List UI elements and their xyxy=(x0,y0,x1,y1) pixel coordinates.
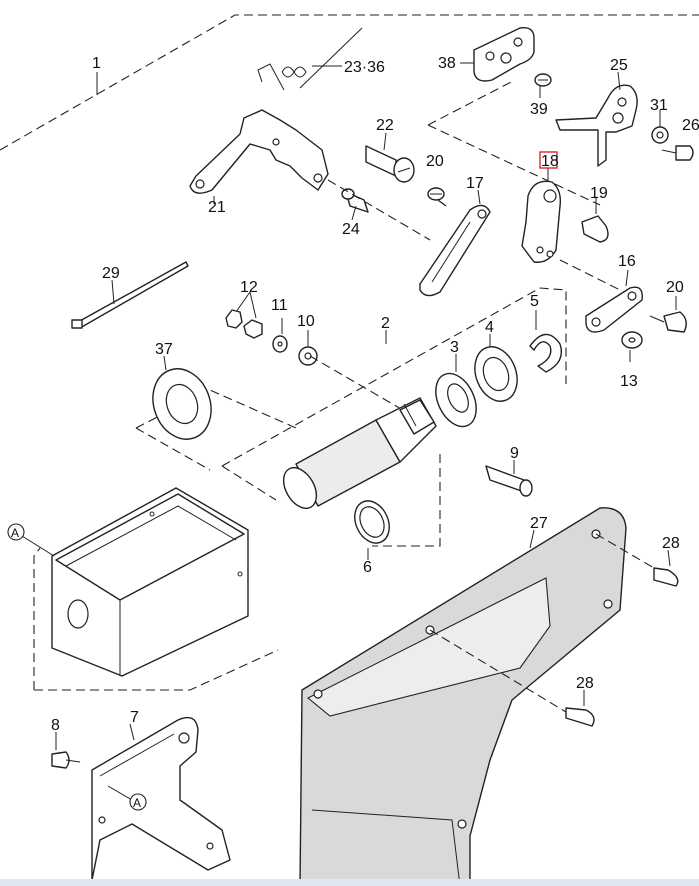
label-38: 38 xyxy=(438,55,456,72)
label-11: 11 xyxy=(271,297,288,314)
label-22: 22 xyxy=(376,117,394,134)
label-18: 18 xyxy=(541,153,559,170)
label-8: 8 xyxy=(51,717,60,734)
reference-a-housing: A xyxy=(11,526,19,540)
label-23-36: 23·36 xyxy=(344,59,385,76)
label-13: 13 xyxy=(620,373,638,390)
bottom-scroll-bar xyxy=(0,879,699,886)
label-25: 25 xyxy=(610,57,628,74)
label-6: 6 xyxy=(363,559,372,576)
washer-37 xyxy=(152,355,212,440)
side-link-group xyxy=(585,269,687,362)
label-7: 7 xyxy=(130,709,139,726)
label-10: 10 xyxy=(297,313,315,330)
part-labels: 1 2 3 4 5 6 7 8 9 10 11 12 13 16 17 18 1… xyxy=(11,55,699,810)
link-arm-group xyxy=(419,168,621,297)
upper-bracket-group xyxy=(460,27,694,167)
hardware-row xyxy=(225,291,318,366)
label-20-right: 20 xyxy=(666,279,684,296)
label-2: 2 xyxy=(381,315,390,332)
label-21: 21 xyxy=(208,199,226,216)
lever-group xyxy=(189,27,431,241)
assembly-outline xyxy=(0,14,699,206)
solenoid-housing xyxy=(7,487,279,691)
label-3: 3 xyxy=(450,339,459,356)
cover-plate xyxy=(299,507,679,886)
label-1: 1 xyxy=(92,55,101,72)
label-17: 17 xyxy=(466,175,484,192)
label-9: 9 xyxy=(510,445,519,462)
plunger xyxy=(282,310,563,560)
label-28-lower: 28 xyxy=(576,675,594,692)
label-39: 39 xyxy=(530,101,548,118)
label-20-upper: 20 xyxy=(426,153,444,170)
label-19: 19 xyxy=(590,185,608,202)
label-31: 31 xyxy=(650,97,668,114)
label-28-right: 28 xyxy=(662,535,680,552)
label-26: 26 xyxy=(682,117,699,134)
lower-bracket xyxy=(51,716,231,881)
label-16: 16 xyxy=(618,253,636,270)
label-4: 4 xyxy=(485,319,494,336)
label-24: 24 xyxy=(342,221,360,238)
label-27: 27 xyxy=(530,515,548,532)
label-37: 37 xyxy=(155,341,173,358)
cable-tie xyxy=(71,261,189,329)
highlight-box xyxy=(539,151,558,169)
label-5: 5 xyxy=(530,293,539,310)
label-29: 29 xyxy=(102,265,120,282)
label-12: 12 xyxy=(240,279,258,296)
reference-a-bracket: A xyxy=(133,796,141,810)
